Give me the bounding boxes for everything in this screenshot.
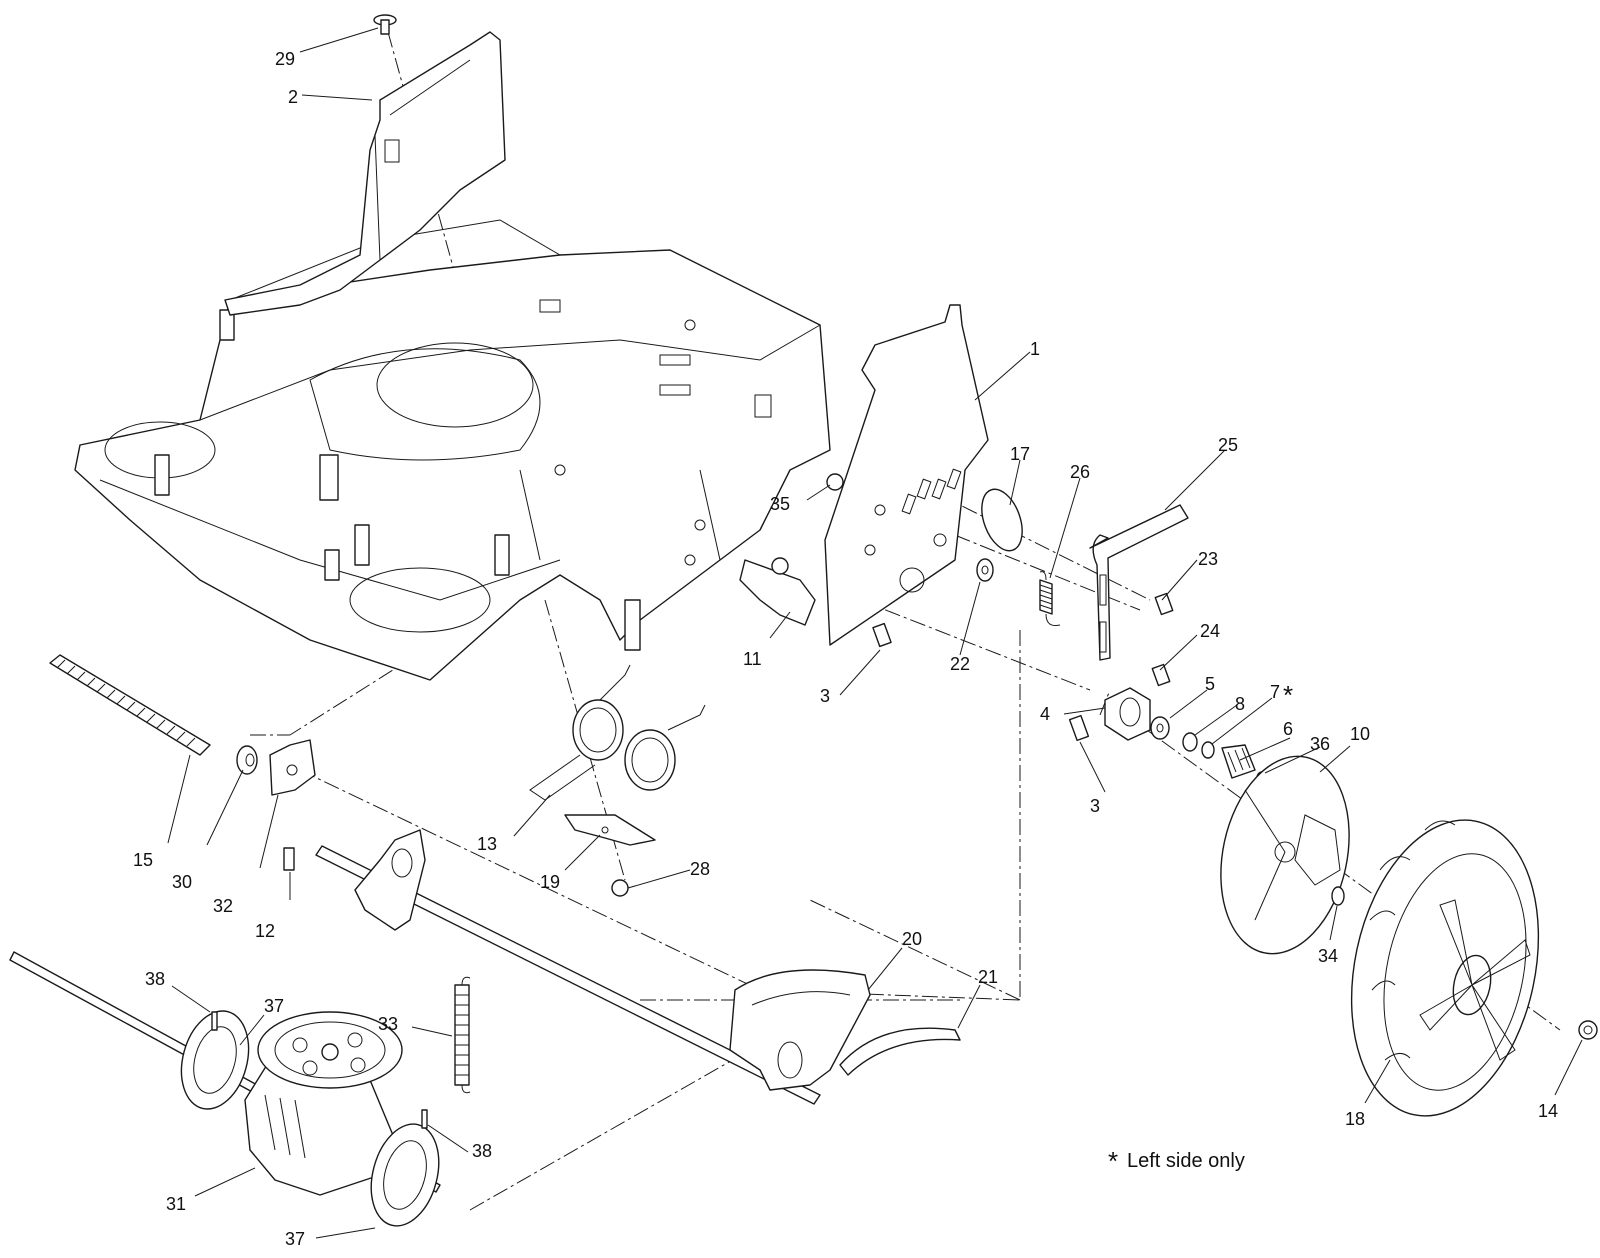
- roll-pins: [211, 1011, 428, 1129]
- callout-7: 7: [1270, 682, 1280, 702]
- callout-20: 20: [902, 929, 922, 949]
- wheel: [1350, 819, 1540, 1117]
- callout-labels: 29 2 1 17 26 25 35 23 24 11 22 3 4 5 8 7…: [133, 49, 1558, 1249]
- callout-32: 32: [213, 896, 233, 916]
- leader-lines: [167, 27, 1583, 1239]
- callout-8: 8: [1235, 694, 1245, 714]
- callout-5: 5: [1205, 674, 1215, 694]
- callout-36: 36: [1310, 734, 1330, 754]
- bushing: [236, 745, 258, 775]
- footnote: * Left side only: [1108, 1146, 1245, 1176]
- callout-34: 34: [1318, 946, 1338, 966]
- callout-35: 35: [770, 494, 790, 514]
- bracket-screw: [283, 847, 295, 871]
- rod-bracket: [269, 739, 316, 796]
- bracket-nut: [611, 879, 629, 897]
- callout-17: 17: [1010, 444, 1030, 464]
- bolts: [872, 622, 1090, 742]
- callout-11: 11: [743, 649, 762, 669]
- callout-13: 13: [477, 834, 497, 854]
- callout-3-lower: 3: [1090, 796, 1100, 816]
- callout-38-left: 38: [145, 969, 165, 989]
- callout-12: 12: [255, 921, 275, 941]
- hub-cap: [1220, 755, 1350, 955]
- callout-6: 6: [1283, 719, 1293, 739]
- shield: [739, 559, 816, 626]
- callout-31: 31: [166, 1194, 186, 1214]
- footnote-text: Left side only: [1127, 1150, 1245, 1172]
- callout-7-marker: *: [1283, 680, 1293, 710]
- washer-disc: [981, 488, 1023, 552]
- callout-21: 21: [978, 967, 998, 987]
- washer: [976, 558, 994, 582]
- extension-spring: [1039, 571, 1061, 626]
- lock-nuts: [771, 473, 844, 575]
- deck-frame: [74, 219, 831, 681]
- side-plate: [824, 304, 989, 646]
- callout-38-right: 38: [472, 1141, 492, 1161]
- callout-18: 18: [1345, 1109, 1365, 1129]
- callout-2: 2: [288, 87, 298, 107]
- drive-spring: [454, 976, 471, 1094]
- spring-bracket-plate: [564, 814, 656, 846]
- callout-24: 24: [1200, 621, 1220, 641]
- callout-14: 14: [1538, 1101, 1558, 1121]
- spring-rod: [49, 654, 211, 756]
- callout-15: 15: [133, 850, 153, 870]
- callout-29: 29: [275, 49, 295, 69]
- drive-wheels: [180, 1010, 440, 1227]
- quadrant-cover: [839, 1027, 961, 1076]
- callout-4: 4: [1040, 704, 1050, 724]
- callout-1: 1: [1030, 339, 1040, 359]
- callout-3-upper: 3: [820, 686, 830, 706]
- callout-37-upper: 37: [264, 996, 284, 1016]
- callout-23: 23: [1198, 549, 1218, 569]
- rear-axle: [315, 829, 821, 1105]
- callout-26: 26: [1070, 462, 1090, 482]
- callout-7-group: 7 *: [1270, 680, 1293, 710]
- callout-30: 30: [172, 872, 192, 892]
- height-quadrant: [729, 969, 871, 1091]
- height-adjust-lever: [1089, 504, 1189, 661]
- torsion-springs: [529, 664, 706, 801]
- callout-37-lower: 37: [285, 1229, 305, 1249]
- callout-19: 19: [540, 872, 560, 892]
- pivot-bracket: [1104, 687, 1151, 741]
- wheel-nut: [1578, 1020, 1598, 1040]
- callout-28: 28: [690, 859, 710, 879]
- callout-22: 22: [950, 654, 970, 674]
- callout-10: 10: [1350, 724, 1370, 744]
- clevis-pin: [373, 14, 397, 35]
- callout-33: 33: [378, 1014, 398, 1034]
- screws: [1151, 592, 1174, 687]
- upright-bracket: [224, 31, 506, 316]
- callout-25: 25: [1218, 435, 1238, 455]
- footnote-marker: *: [1108, 1146, 1118, 1176]
- axle-hardware: [1150, 716, 1268, 785]
- wheel-washer: [1331, 886, 1345, 906]
